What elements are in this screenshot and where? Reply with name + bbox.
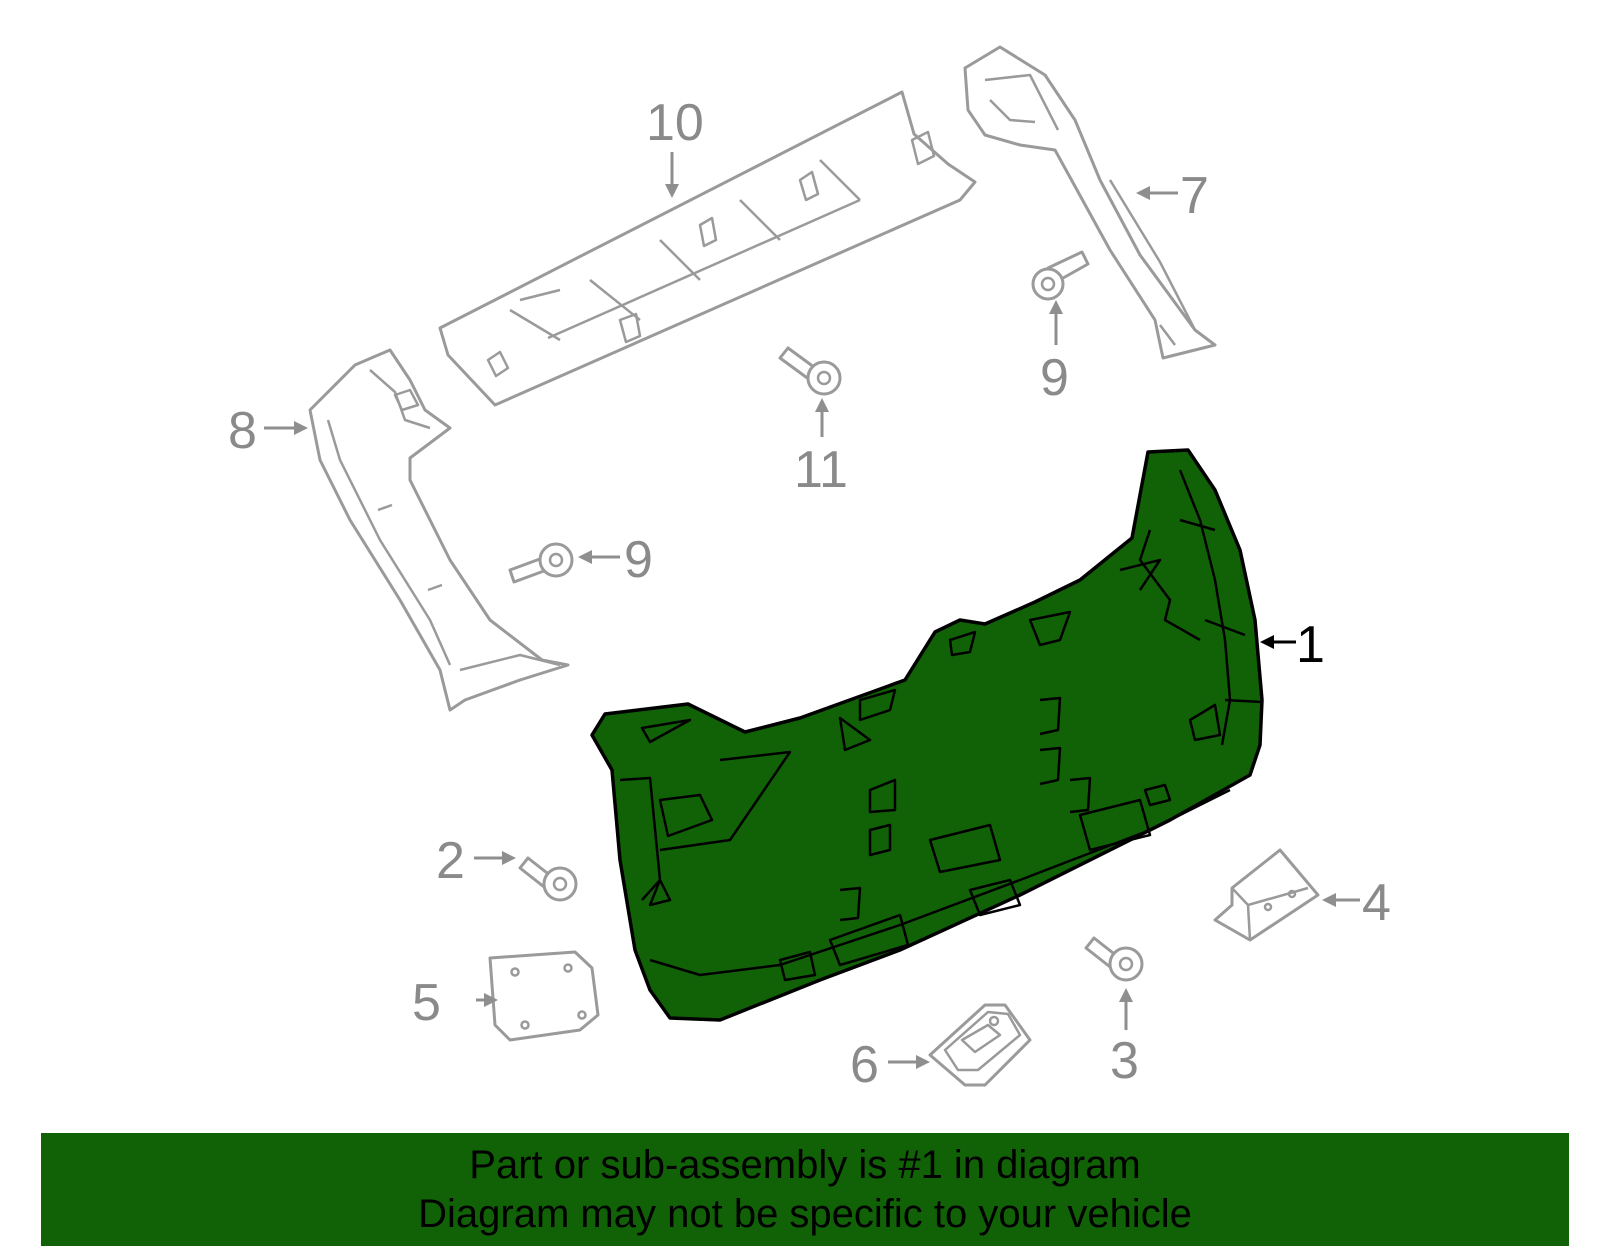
- part-9-bolt-lower[interactable]: [508, 542, 574, 584]
- callout-10: 10: [646, 94, 704, 152]
- callout-5: 5: [412, 974, 441, 1032]
- callout-6: 6: [850, 1036, 879, 1094]
- part-9-bolt-upper[interactable]: [1031, 250, 1090, 301]
- callout-2: 2: [436, 832, 465, 890]
- callout-11: 11: [794, 441, 848, 499]
- part-2-bolt[interactable]: [518, 856, 578, 902]
- notice-banner: Part or sub-assembly is #1 in diagram Di…: [41, 1133, 1569, 1246]
- parts-diagram: 10 7 9 11 8 9 1 2 4 5 3 6: [228, 45, 1391, 1094]
- part-7-right-pillar-trim[interactable]: [963, 45, 1217, 360]
- leader-lines: [264, 152, 1360, 1069]
- callout-labels: 10 7 9 11 8 9 1 2 4 5 3 6: [228, 94, 1391, 1094]
- banner-line-1: Part or sub-assembly is #1 in diagram: [469, 1143, 1141, 1187]
- part-10-upper-trim-panel[interactable]: [438, 90, 977, 407]
- part-6-pad[interactable]: [928, 1003, 1032, 1087]
- callout-7: 7: [1180, 167, 1209, 225]
- banner-line-2: Diagram may not be specific to your vehi…: [418, 1192, 1192, 1236]
- callout-9-lower: 9: [624, 531, 653, 589]
- part-3-bolt[interactable]: [1084, 936, 1144, 982]
- part-5-plate[interactable]: [488, 950, 600, 1042]
- part-11-bolt[interactable]: [778, 346, 842, 396]
- callout-3: 3: [1110, 1032, 1139, 1090]
- part-8-left-pillar-trim[interactable]: [308, 348, 570, 712]
- part-1-liftgate-trim-panel[interactable]: [590, 448, 1264, 1022]
- callout-8: 8: [228, 402, 257, 460]
- part-4-bracket[interactable]: [1213, 848, 1320, 942]
- callout-9-upper: 9: [1040, 349, 1069, 407]
- callout-4: 4: [1362, 874, 1391, 932]
- callout-1: 1: [1296, 616, 1325, 674]
